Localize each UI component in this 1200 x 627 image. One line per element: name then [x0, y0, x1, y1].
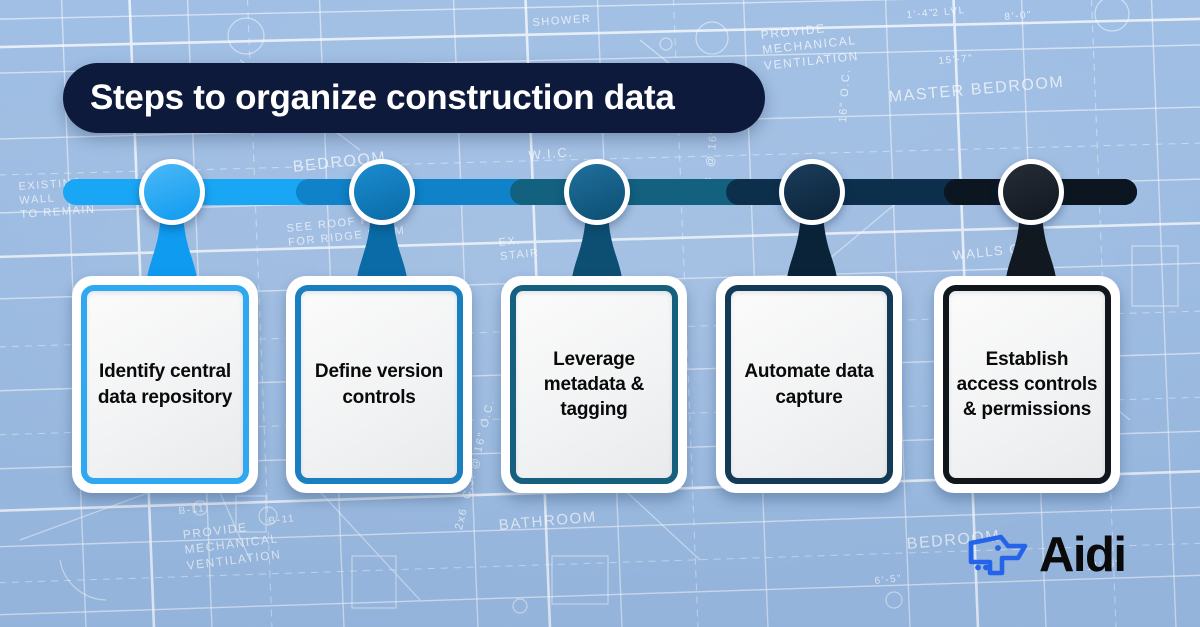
timeline-node-2[interactable]	[349, 159, 415, 225]
timeline	[0, 0, 1200, 291]
step-card-5[interactable]: Establish access controls & permissions	[934, 276, 1120, 493]
node-dot	[569, 164, 625, 220]
node-dot	[784, 164, 840, 220]
timeline-stem	[561, 205, 633, 291]
step-card-face: Establish access controls & permissions	[943, 285, 1111, 484]
node-dot	[1003, 164, 1059, 220]
node-dot	[144, 164, 200, 220]
timeline-stem	[995, 205, 1067, 291]
title-banner: Steps to organize construction data	[63, 63, 765, 133]
timeline-node-5[interactable]	[998, 159, 1064, 225]
aidi-wordmark: Aidi	[1039, 528, 1127, 582]
step-card-face: Automate data capture	[725, 285, 893, 484]
timeline-node-1[interactable]	[139, 159, 205, 225]
timeline-node-3[interactable]	[564, 159, 630, 225]
aidi-dog-mark-icon	[968, 534, 1028, 575]
step-card-label: Leverage metadata & tagging	[543, 348, 645, 421]
node-dot	[354, 164, 410, 220]
step-card-3[interactable]: Leverage metadata & tagging	[501, 276, 687, 493]
step-card-2[interactable]: Define version controls	[286, 276, 472, 493]
timeline-stem	[776, 205, 848, 291]
step-card-face: Leverage metadata & tagging	[510, 285, 678, 484]
aidi-logo[interactable]: Aidi	[968, 528, 1127, 582]
step-card-face: Identify central data repository	[81, 285, 249, 484]
step-card-label: Define version controls	[314, 361, 444, 408]
step-card-label: Establish access controls & permissions	[956, 348, 1098, 421]
step-card-1[interactable]: Identify central data repository	[72, 276, 258, 493]
step-card-face: Define version controls	[295, 285, 463, 484]
page-title: Steps to organize construction data	[90, 78, 675, 117]
timeline-stem	[346, 205, 418, 291]
step-card-label: Identify central data repository	[97, 361, 233, 408]
timeline-stem	[136, 205, 208, 291]
step-card-label: Automate data capture	[744, 361, 874, 408]
step-card-4[interactable]: Automate data capture	[716, 276, 902, 493]
timeline-node-4[interactable]	[779, 159, 845, 225]
